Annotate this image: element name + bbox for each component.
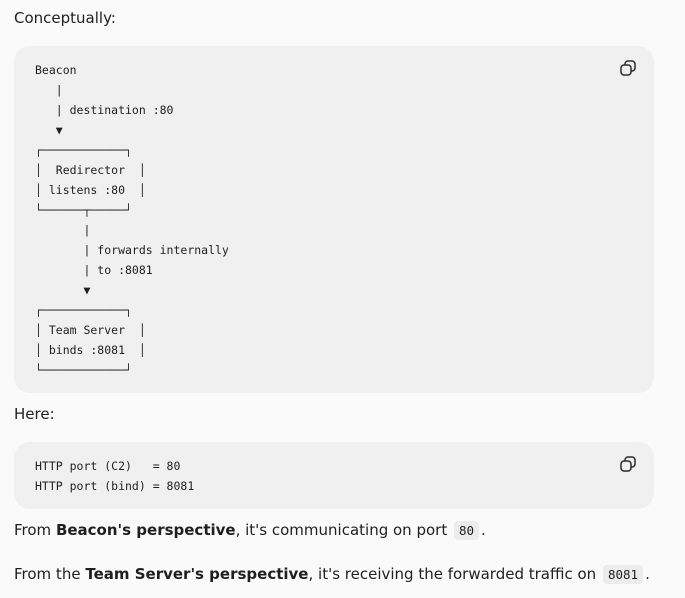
text-middle: , it's communicating on port bbox=[235, 521, 452, 539]
ports-code: HTTP port (C2) = 80 HTTP port (bind) = 8… bbox=[35, 459, 195, 493]
copy-button[interactable] bbox=[618, 58, 638, 78]
bold-phrase: Team Server's perspective bbox=[85, 565, 309, 583]
text-prefix: From bbox=[14, 521, 56, 539]
diagram-code: Beacon | | destination :80 ▼ ┌──────────… bbox=[35, 63, 229, 377]
beacon-perspective-text: From Beacon's perspective, it's communic… bbox=[14, 520, 486, 541]
text-middle: , it's receiving the forwarded traffic o… bbox=[308, 565, 601, 583]
bold-phrase: Beacon's perspective bbox=[55, 521, 236, 539]
copy-icon bbox=[619, 59, 637, 77]
diagram-code-block: Beacon | | destination :80 ▼ ┌──────────… bbox=[14, 46, 654, 393]
inline-code-port: 8081 bbox=[602, 565, 644, 584]
text-suffix: . bbox=[645, 565, 650, 583]
intro-text: Conceptually: bbox=[14, 9, 116, 27]
text-prefix: From the bbox=[14, 565, 86, 583]
copy-button[interactable] bbox=[618, 454, 638, 474]
text-suffix: . bbox=[481, 521, 486, 539]
ports-code-block: HTTP port (C2) = 80 HTTP port (bind) = 8… bbox=[14, 442, 654, 509]
copy-icon bbox=[619, 455, 637, 473]
here-text: Here: bbox=[14, 405, 55, 423]
inline-code-port: 80 bbox=[453, 521, 480, 540]
server-perspective-text: From the Team Server's perspective, it's… bbox=[14, 564, 650, 585]
